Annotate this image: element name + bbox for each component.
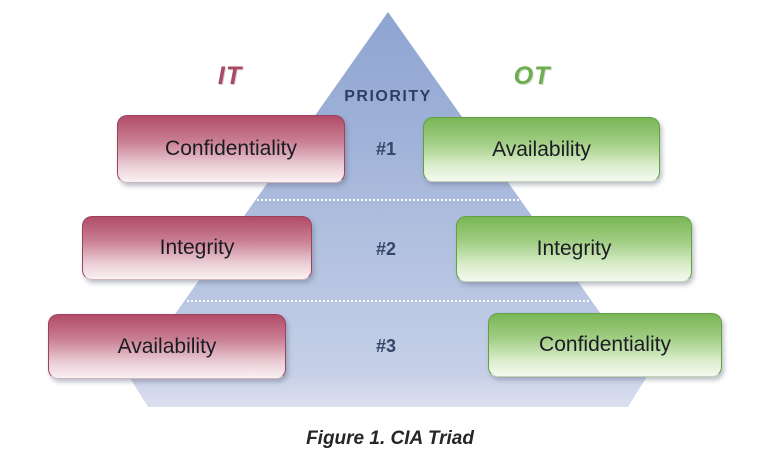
priority-divider-2 xyxy=(187,300,589,302)
it-priority2-box: Integrity xyxy=(82,216,312,280)
it-priority1-box: Confidentiality xyxy=(117,115,345,183)
priority-rank-1: #1 xyxy=(375,139,397,159)
it-priority3-box: Availability xyxy=(48,314,286,379)
ot-priority2-box: Integrity xyxy=(456,216,692,282)
ot-priority1-box: Availability xyxy=(423,117,660,182)
priority-label: PRIORITY xyxy=(344,88,432,105)
ot-column-header: OT xyxy=(513,62,551,90)
priority-pyramid-base xyxy=(130,378,646,407)
priority-rank-3: #3 xyxy=(375,336,397,356)
priority-rank-2: #2 xyxy=(375,239,397,259)
it-column-header: IT xyxy=(217,62,243,90)
figure-caption: Figure 1. CIA Triad xyxy=(306,428,474,449)
ot-priority3-box: Confidentiality xyxy=(488,313,722,377)
priority-divider-1 xyxy=(257,199,519,201)
